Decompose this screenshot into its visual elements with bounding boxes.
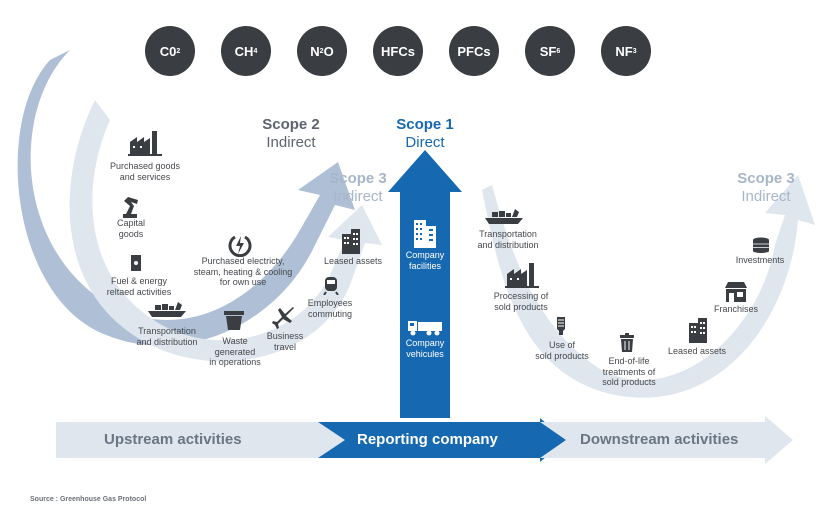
gas-subscript: 3 — [632, 47, 637, 55]
light-bulb-icon — [555, 315, 567, 342]
gas-formula: NF — [615, 43, 633, 59]
scope3-upstream-subtitle: Indirect — [333, 188, 383, 205]
scope1-title: Scope 1 — [396, 116, 454, 133]
factory-icon — [128, 130, 162, 161]
gas-subscript: 4 — [253, 47, 258, 55]
scope3-upstream-title: Scope 3 — [329, 170, 387, 187]
gas-circle: PFCs — [449, 26, 499, 76]
activity-label: Purchased electricty,steam, heating & co… — [193, 256, 293, 287]
scope3-upstream-label: Scope 3 Indirect — [322, 170, 394, 206]
upstream-activities-label: Upstream activities — [104, 431, 242, 448]
factory-icon — [505, 262, 539, 293]
gas-subscript: 2 — [319, 47, 324, 55]
activity-label: Investments — [735, 255, 785, 265]
activity-label: Leased assets — [323, 256, 383, 266]
scope3-downstream-subtitle: Indirect — [741, 188, 791, 205]
scope3-downstream-arc-arrow — [482, 175, 815, 398]
upstream-bar — [56, 422, 345, 458]
gas-formula: CH — [234, 43, 254, 59]
storefront-icon — [724, 281, 748, 308]
power-icon — [228, 233, 252, 262]
downstream-activities-label: Downstream activities — [580, 431, 739, 448]
scope2-subtitle: Indirect — [266, 134, 316, 151]
gas-formula: PFCs — [457, 43, 491, 59]
source-note: Source : Greenhouse Gas Protocol — [30, 496, 147, 503]
truck-icon — [407, 318, 443, 341]
scope1-arrow — [388, 150, 462, 418]
reporting-bar — [318, 418, 566, 462]
cargo-ship-icon — [147, 300, 187, 323]
gas-formula-tail: O — [323, 43, 334, 59]
activity-label: Leased assets — [667, 346, 727, 356]
gas-formula: C0 — [159, 43, 177, 59]
cargo-ship-icon — [484, 207, 524, 230]
robot-arm-icon — [120, 195, 142, 224]
scope2-arc-arrow — [17, 50, 355, 346]
trash-can-icon — [619, 333, 635, 358]
scope1-label: Scope 1 Direct — [390, 116, 460, 152]
gas-formula: HFCs — [381, 43, 415, 59]
building-icon — [341, 228, 361, 259]
scope2-label: Scope 2 Indirect — [255, 116, 327, 152]
train-icon — [323, 275, 339, 300]
gas-subscript: 2 — [176, 47, 181, 55]
reporting-company-label: Reporting company — [357, 431, 498, 448]
downstream-bar — [540, 416, 793, 464]
gas-subscript: 6 — [556, 47, 561, 55]
gas-circle: HFCs — [373, 26, 423, 76]
scope2-title: Scope 2 — [262, 116, 320, 133]
gas-formula: N — [310, 43, 320, 59]
scope3-upstream-arc-arrow — [69, 100, 382, 362]
coins-icon — [752, 237, 770, 258]
waste-bin-icon — [223, 310, 245, 337]
scope3-downstream-label: Scope 3 Indirect — [730, 170, 802, 206]
scope3-downstream-title: Scope 3 — [737, 170, 795, 187]
fuel-barrel-icon — [130, 254, 142, 277]
building-icon — [688, 317, 708, 348]
scope1-subtitle: Direct — [405, 134, 445, 151]
office-building-icon — [412, 216, 438, 253]
gas-formula: SF — [539, 43, 557, 59]
airplane-icon — [272, 306, 296, 335]
activity-label: Franchises — [713, 304, 759, 314]
